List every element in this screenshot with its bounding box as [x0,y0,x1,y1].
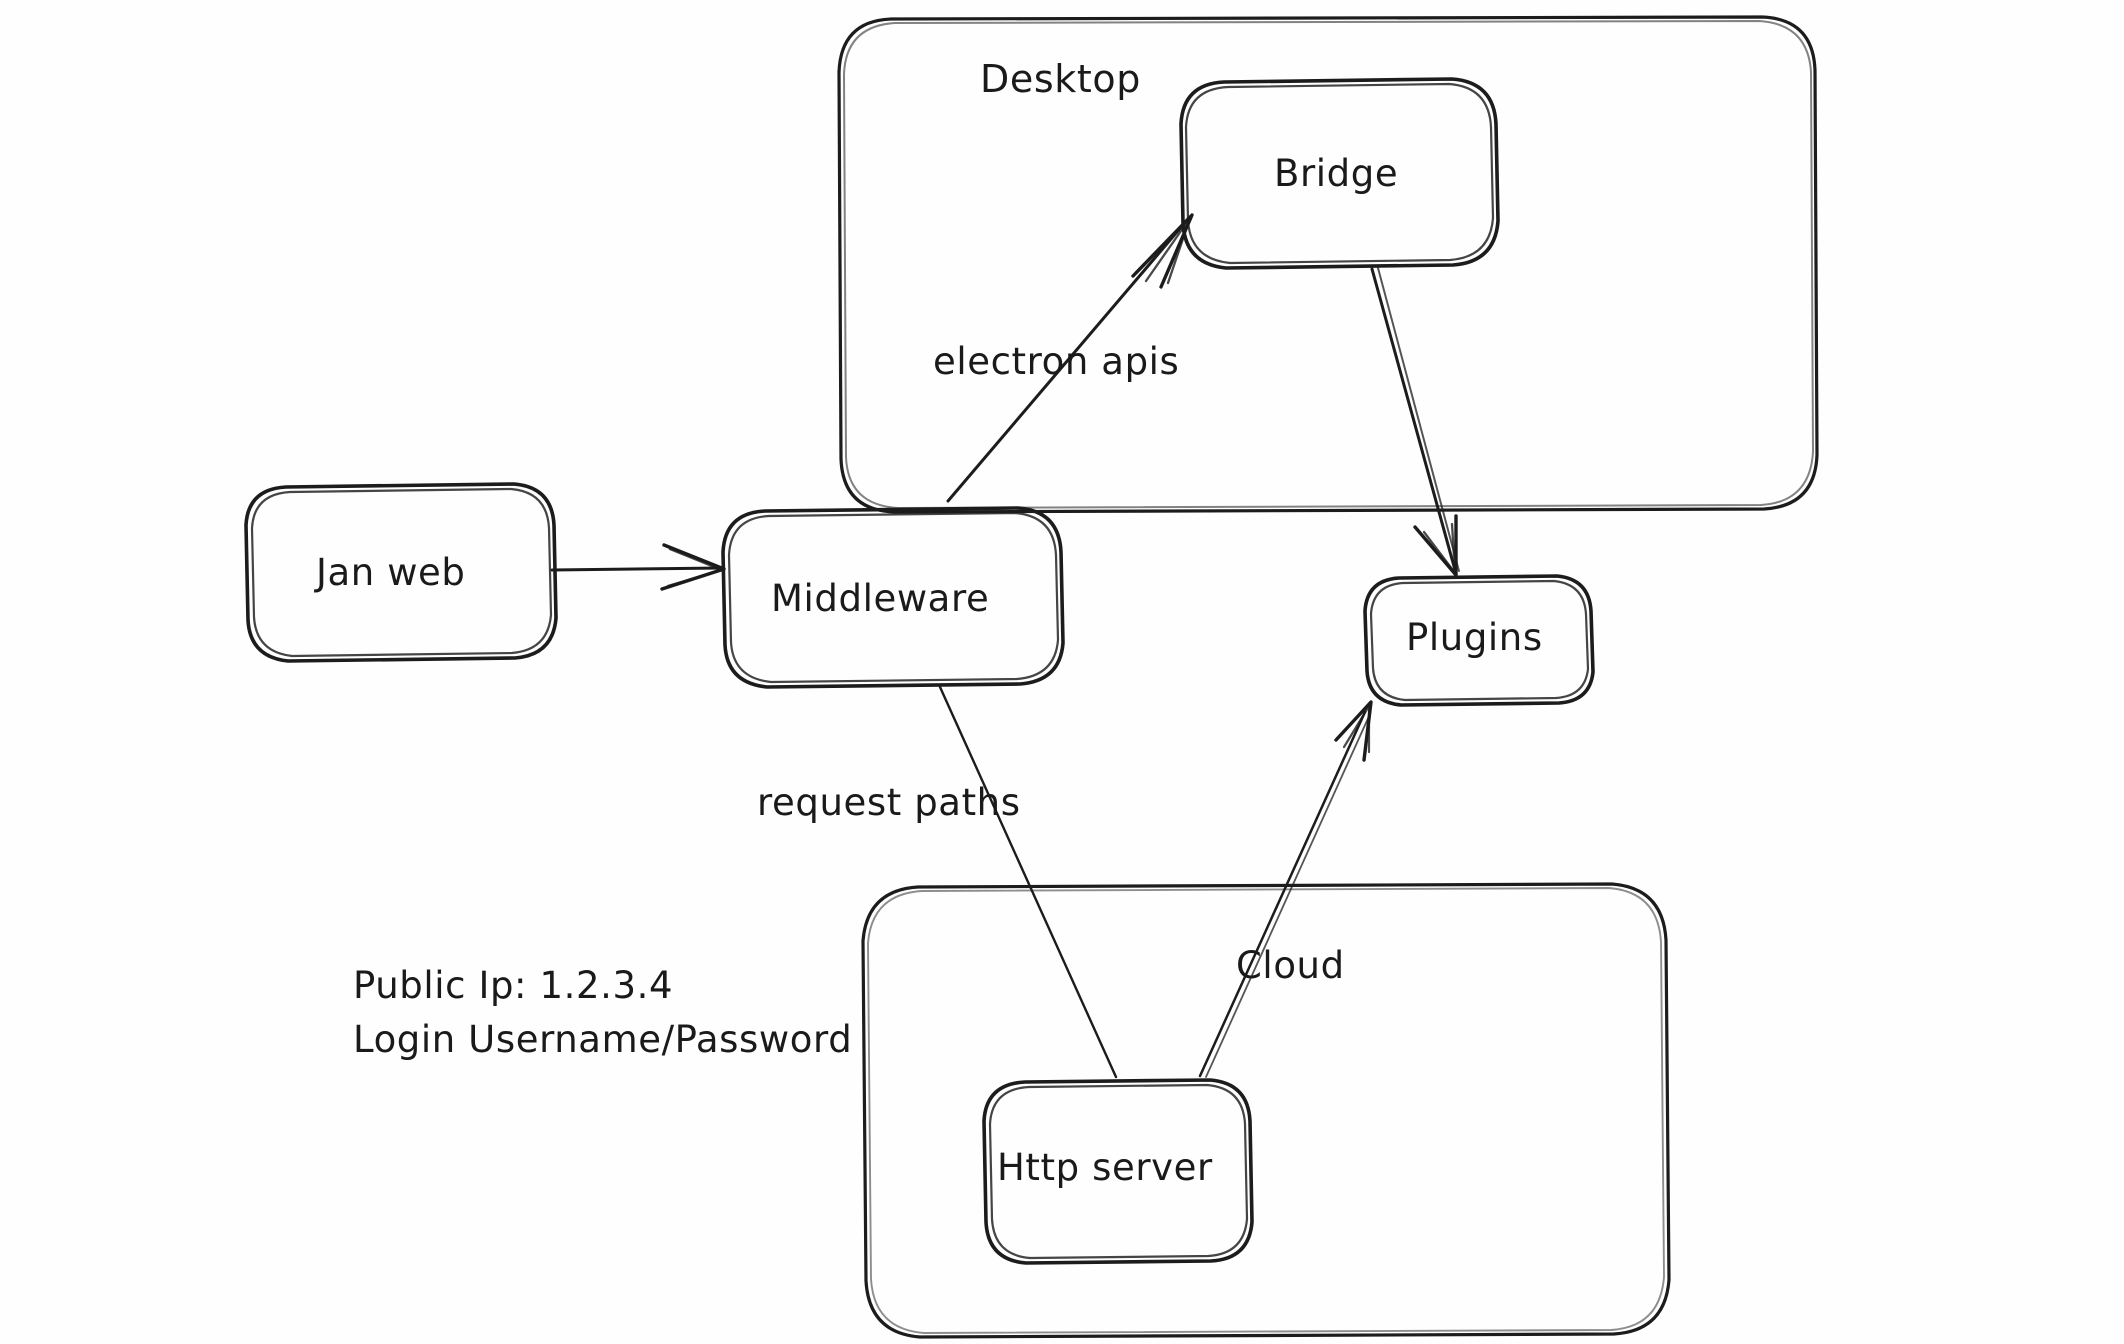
edge-line-middleware-http-server [938,685,1118,1079]
node-http-server-outline-secondary [988,1083,1249,1260]
node-bridge-outline-secondary [1184,82,1495,265]
edge-http-server-to-plugins[interactable]: Cloud [1198,700,1373,1078]
edge-line-middleware-bridge [946,217,1190,503]
node-label-plugins: Plugins [1406,616,1543,659]
cloud-container-outline [861,882,1671,1339]
node-label-middleware: Middleware [771,577,989,620]
node-middleware-outline-secondary [727,511,1060,684]
edge-label-cloud: Cloud [1236,944,1345,987]
node-plugins-outline [1363,574,1595,707]
desktop-container-outline [837,15,1819,514]
edge-line-jan-web-middleware [550,566,724,572]
container-desktop[interactable]: Desktop [837,15,1819,514]
arrowhead-into-plugins-top-secondary [1422,522,1457,575]
edge-middleware-to-bridge[interactable]: electron apis [933,213,1194,503]
node-label-jan-web: Jan web [314,551,466,594]
edge-line-http-server-plugins-secondary [1205,713,1371,1078]
node-label-http-server: Http server [997,1146,1213,1189]
arrowhead-into-plugins-bottom [1334,700,1373,762]
notes-block: Public Ip: 1.2.3.4 Login Username/Passwo… [353,964,852,1061]
edge-line-bridge-plugins-secondary [1377,267,1460,572]
note-public-ip: Public Ip: 1.2.3.4 [353,964,673,1007]
arrowhead-into-bridge [1131,213,1194,289]
node-http-server-outline [982,1078,1254,1265]
edge-label-request-paths: request paths [757,781,1021,824]
edge-bridge-to-plugins[interactable] [1370,267,1460,577]
arrowhead-into-plugins-bottom-secondary [1342,704,1371,754]
node-middleware[interactable]: Middleware [721,506,1065,689]
node-middleware-outline [721,506,1065,689]
edge-line-bridge-plugins [1370,267,1457,572]
note-login: Login Username/Password [353,1018,852,1061]
desktop-container-outline-secondary [843,20,1814,509]
edge-jan-web-to-middleware[interactable] [550,543,726,591]
node-bridge-outline [1179,77,1500,270]
edge-label-electron-apis: electron apis [933,340,1179,383]
cloud-container-outline-secondary [867,887,1665,1334]
container-label-desktop: Desktop [980,57,1141,101]
node-plugins-outline-secondary [1369,579,1590,702]
container-cloud-group[interactable] [861,882,1671,1339]
node-jan-web[interactable]: Jan web [244,482,558,663]
edge-middleware-to-http-server[interactable]: request paths [757,685,1118,1079]
edge-line-http-server-plugins [1198,710,1367,1078]
node-plugins[interactable]: Plugins [1363,574,1595,707]
arrowhead-into-plugins-top [1413,514,1458,577]
node-label-bridge: Bridge [1274,152,1398,195]
node-jan-web-outline-secondary [250,487,553,658]
node-jan-web-outline [244,482,558,663]
arrowhead-into-bridge-secondary [1144,216,1192,285]
node-bridge[interactable]: Bridge [1179,77,1500,270]
node-http-server[interactable]: Http server [982,1078,1254,1265]
